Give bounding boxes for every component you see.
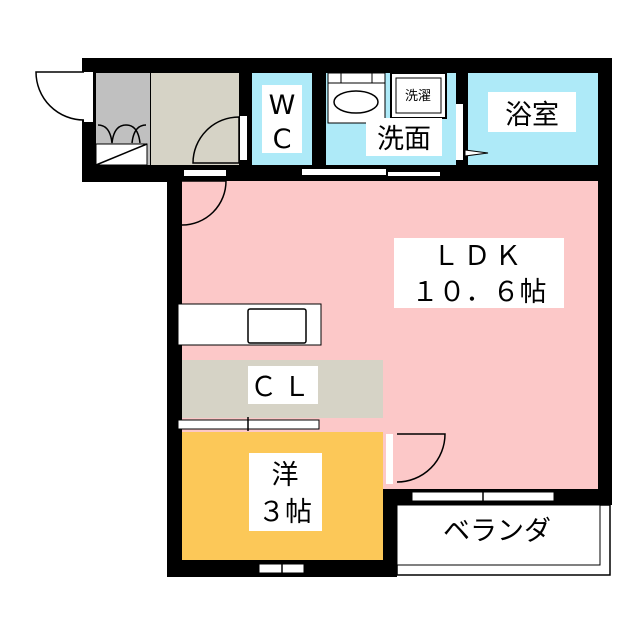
balcony-label: ベランダ — [443, 516, 551, 547]
kitchen-sink — [247, 308, 307, 344]
washer-label: 洗濯 — [405, 89, 431, 104]
western-door-swing-icon — [396, 433, 446, 483]
wc-door[interactable] — [240, 116, 247, 160]
closet-label: ＣＬ — [250, 372, 316, 403]
western-door[interactable] — [386, 434, 393, 484]
basin-icon — [333, 90, 379, 114]
wc-label-1: W — [269, 90, 296, 121]
ldk-label-2: １０．６帖 — [412, 277, 547, 308]
vent-icon — [464, 149, 489, 157]
bath-door[interactable] — [456, 104, 463, 160]
front-door-swing-icon — [35, 71, 85, 121]
western-label-2: ３帖 — [258, 497, 312, 528]
front-door[interactable] — [84, 72, 93, 122]
hall-door-swing-icon — [192, 116, 240, 164]
washroom-label: 洗面 — [377, 124, 431, 155]
washroom-door[interactable] — [302, 169, 386, 175]
washer-space — [390, 72, 447, 119]
bath-label: 浴室 — [505, 100, 559, 131]
wc-label-2: C — [273, 124, 292, 155]
ldk-door-swing-icon — [181, 180, 227, 226]
ldk-label-1: ＬＤＫ — [433, 241, 526, 272]
western-label-1: 洋 — [272, 460, 299, 491]
ldk-entry-door[interactable] — [184, 170, 226, 176]
shoe-icon — [97, 124, 147, 144]
